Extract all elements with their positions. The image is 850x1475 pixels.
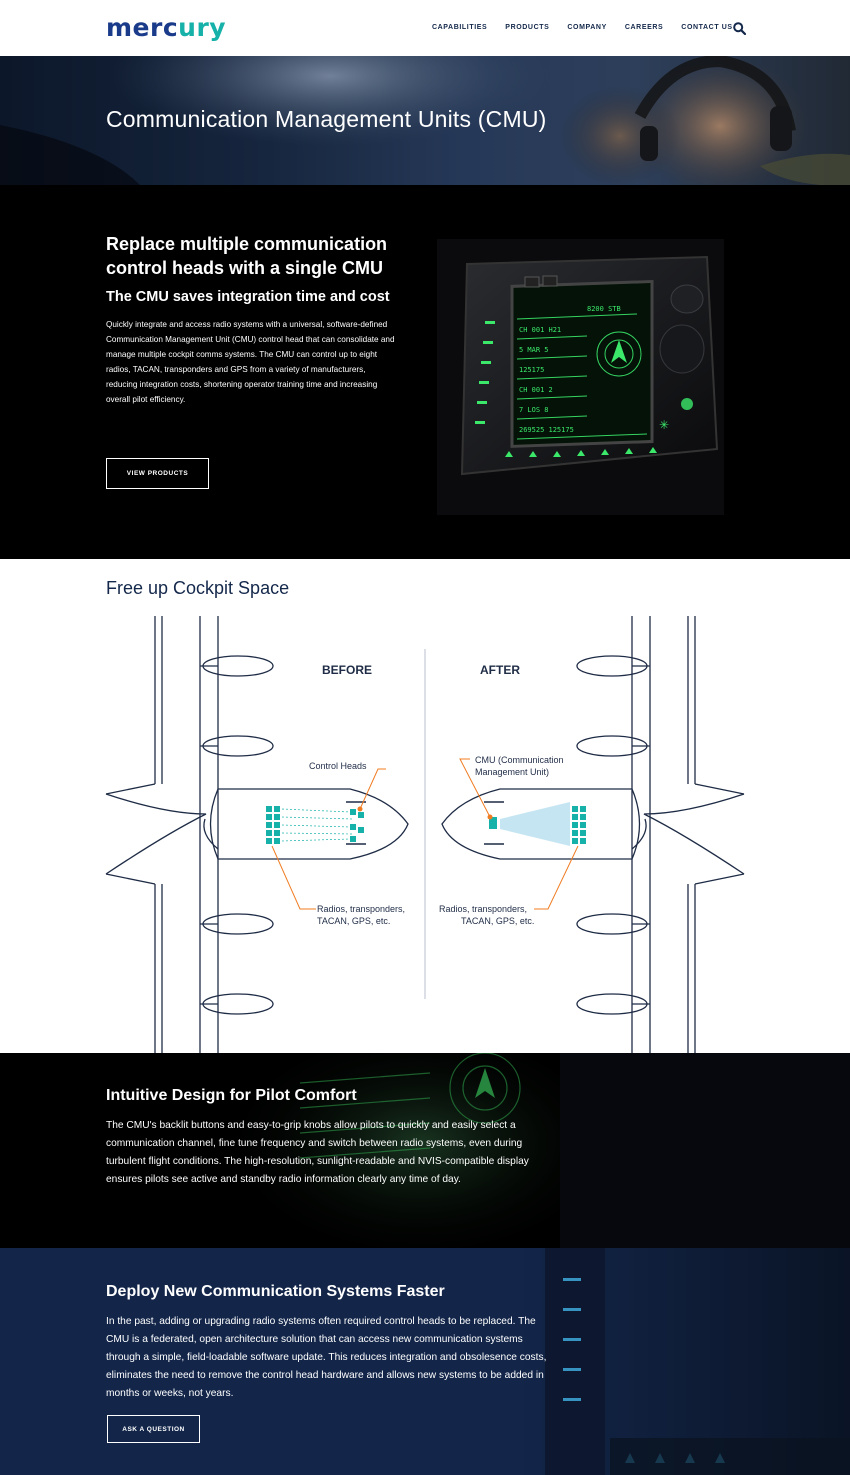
svg-text:8200 STB: 8200 STB (587, 305, 621, 313)
svg-text:269525 125175: 269525 125175 (519, 426, 574, 434)
search-icon[interactable] (733, 22, 746, 35)
svg-text:7 LOS 8: 7 LOS 8 (519, 406, 549, 414)
before-label: BEFORE (322, 663, 372, 677)
svg-text:✳: ✳ (659, 418, 669, 432)
hero-banner: Communication Management Units (CMU) (0, 56, 850, 185)
nav-links: CAPABILITIES PRODUCTS COMPANY CAREERS CO… (432, 24, 751, 31)
nav-item-careers[interactable]: CAREERS (624, 24, 664, 31)
svg-text:CH 001 H21: CH 001 H21 (519, 326, 561, 334)
ask-a-question-button[interactable]: ASK A QUESTION (107, 1415, 200, 1443)
deploy-faster-body: In the past, adding or upgrading radio s… (106, 1316, 547, 1399)
deploy-faster-section: Deploy New Communication Systems Faster … (0, 1248, 850, 1475)
cmu-label-line1: CMU (Communication (475, 755, 564, 765)
nav-item-capabilities[interactable]: CAPABILITIES (432, 24, 488, 31)
intro-section: Replace multiple communication control h… (0, 185, 850, 559)
cmu-device-image: CH 001 H21 5 MAR 5 125175 CH 001 2 7 LOS… (437, 239, 724, 515)
svg-text:125175: 125175 (519, 366, 544, 374)
svg-text:5 MAR 5: 5 MAR 5 (519, 346, 549, 354)
control-heads-label: Control Heads (309, 761, 367, 771)
logo-text-main: merc (106, 13, 179, 42)
control-panel-background (0, 1248, 850, 1475)
radios-before-line1: Radios, transponders, (317, 904, 405, 914)
intro-body: Quickly integrate and access radio syste… (106, 320, 395, 404)
after-label: AFTER (480, 663, 520, 677)
cmu-label-line2: Management Unit) (475, 767, 549, 777)
nav-item-contact-us[interactable]: CONTACT US (681, 24, 733, 31)
deploy-faster-heading: Deploy New Communication Systems Faster (106, 1283, 445, 1300)
pilot-comfort-body: The CMU's backlit buttons and easy-to-gr… (106, 1120, 529, 1185)
logo-text-accent: ury (178, 13, 227, 42)
hero-pilots-image (0, 56, 850, 185)
nav-item-company[interactable]: COMPANY (567, 24, 607, 31)
cockpit-space-heading: Free up Cockpit Space (106, 578, 290, 598)
radios-after-line1: Radios, transponders, (439, 904, 527, 914)
radios-after-line2: TACAN, GPS, etc. (461, 916, 534, 926)
svg-text:CH 001 2: CH 001 2 (519, 386, 553, 394)
view-products-button[interactable]: VIEW PRODUCTS (106, 458, 209, 489)
pilot-comfort-section: Intuitive Design for Pilot Comfort The C… (0, 1053, 850, 1248)
pilot-comfort-heading: Intuitive Design for Pilot Comfort (106, 1087, 357, 1104)
before-after-aircraft-diagram: BEFORE AFTER Control Heads CMU (Communic… (105, 616, 745, 1053)
cockpit-display-background (0, 1053, 850, 1248)
top-navigation: mercury CAPABILITIES PRODUCTS COMPANY CA… (0, 0, 850, 56)
intro-heading: Replace multiple communication control h… (106, 234, 388, 278)
mercury-logo[interactable]: mercury (106, 13, 226, 42)
radios-before-line2: TACAN, GPS, etc. (317, 916, 390, 926)
cockpit-space-section: Free up Cockpit Space (0, 559, 850, 1053)
page-title: Communication Management Units (CMU) (106, 106, 547, 132)
nav-item-products[interactable]: PRODUCTS (505, 24, 550, 31)
intro-subheading: The CMU saves integration time and cost (106, 289, 390, 305)
